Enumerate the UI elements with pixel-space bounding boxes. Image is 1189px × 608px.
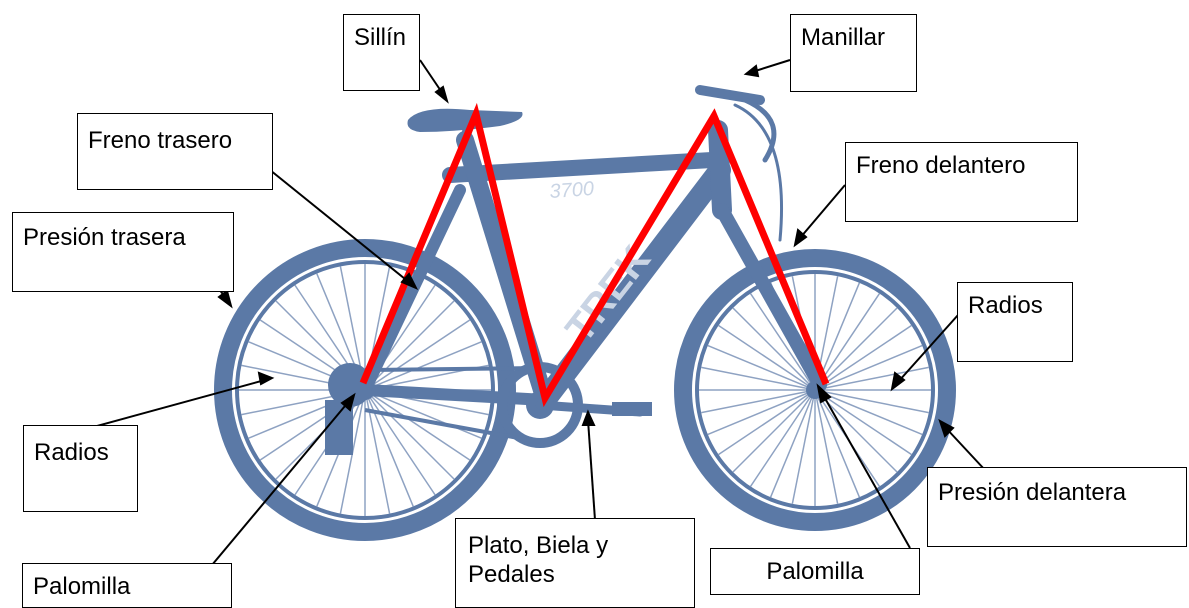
label-freno-delantero-text: Freno delantero xyxy=(856,151,1067,180)
wheel-spoke xyxy=(733,390,815,472)
leader-plato-biela-pedales xyxy=(588,420,595,520)
label-radios-traseros: Radios xyxy=(23,425,138,512)
label-presion-trasera-text: Presión trasera xyxy=(23,223,223,252)
label-radios-delanteros: Radios xyxy=(957,282,1073,362)
bike-frame xyxy=(365,90,820,400)
wheel-spoke xyxy=(365,390,454,479)
label-palomilla-trasera-text: Palomilla xyxy=(33,572,221,601)
label-palomilla-delantera: Palomilla xyxy=(710,548,920,595)
label-radios-delanteros-text: Radios xyxy=(968,291,1062,320)
label-palomilla-trasera: Palomilla xyxy=(22,563,232,608)
leader-freno-delantero xyxy=(800,185,845,238)
label-presion-trasera: Presión trasera xyxy=(12,212,234,292)
label-manillar: Manillar xyxy=(790,14,917,92)
wheel-spoke xyxy=(815,308,897,390)
label-sillin-text: Sillín xyxy=(354,23,409,52)
frame-model-decal: 3700 xyxy=(549,178,595,203)
front-wheel xyxy=(683,258,947,522)
label-palomilla-delantera-text: Palomilla xyxy=(711,557,919,586)
label-sillin: Sillín xyxy=(343,14,420,91)
label-plato-biela-pedales-text: Plato, Biela y Pedales xyxy=(468,531,682,589)
label-freno-trasero-text: Freno trasero xyxy=(88,126,262,155)
label-presion-delantera: Presión delantera xyxy=(927,467,1187,547)
label-radios-traseros-text: Radios xyxy=(34,438,127,467)
label-freno-delantero: Freno delantero xyxy=(845,142,1078,222)
leader-presion-delantera xyxy=(945,427,985,470)
label-manillar-text: Manillar xyxy=(801,23,906,52)
label-plato-biela-pedales: Plato, Biela y Pedales xyxy=(455,518,695,608)
label-presion-delantera-text: Presión delantera xyxy=(938,478,1176,507)
saddle xyxy=(408,109,523,132)
label-freno-trasero: Freno trasero xyxy=(77,113,273,190)
